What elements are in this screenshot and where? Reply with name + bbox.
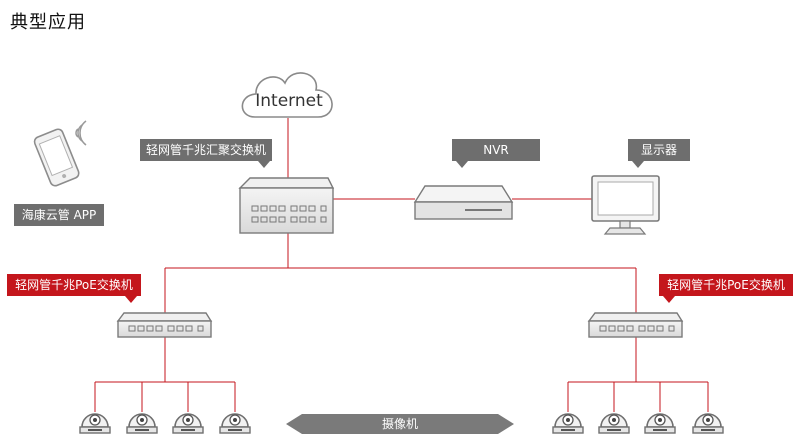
dome-camera-icon: [644, 413, 676, 434]
poe-switch-left-tag: 轻网管千兆PoE交换机: [7, 274, 141, 303]
nvr-tag: NVR: [452, 139, 540, 168]
poe-switch-left-label: 轻网管千兆PoE交换机: [15, 278, 133, 292]
nvr-label: NVR: [483, 143, 509, 157]
phone-icon: [33, 128, 80, 187]
core-switch-label: 轻网管千兆汇聚交换机: [145, 143, 266, 157]
cameras-label: 摄像机: [381, 417, 418, 431]
app-tag: 海康云管 APP: [14, 204, 104, 226]
switch-icon: [116, 312, 213, 338]
core-switch-tag: 轻网管千兆汇聚交换机: [140, 139, 272, 168]
wifi-icon: [75, 120, 87, 146]
poe-switch-right-tag: 轻网管千兆PoE交换机: [659, 274, 793, 303]
dome-camera-icon: [598, 413, 630, 434]
internet-label: Internet: [255, 91, 323, 111]
poe-switch-right-label: 轻网管千兆PoE交换机: [667, 278, 785, 292]
connection-lines: [94, 118, 709, 412]
dome-camera-icon: [552, 413, 584, 434]
cloud-icon: [241, 72, 333, 118]
switch-icon: [238, 177, 335, 234]
dome-camera-icon: [79, 413, 111, 434]
camera-group: [79, 413, 724, 434]
dome-camera-icon: [126, 413, 158, 434]
switch-icon: [587, 312, 684, 338]
dome-camera-icon: [172, 413, 204, 434]
dome-camera-icon: [219, 413, 251, 434]
monitor-tag: 显示器: [628, 139, 690, 168]
dome-camera-icon: [692, 413, 724, 434]
monitor-icon: [591, 175, 660, 235]
app-label: 海康云管 APP: [21, 208, 97, 222]
page-title: 典型应用: [10, 12, 86, 33]
camera-label-arrow: [286, 414, 514, 434]
nvr-icon: [413, 185, 514, 220]
monitor-label: 显示器: [640, 143, 677, 157]
